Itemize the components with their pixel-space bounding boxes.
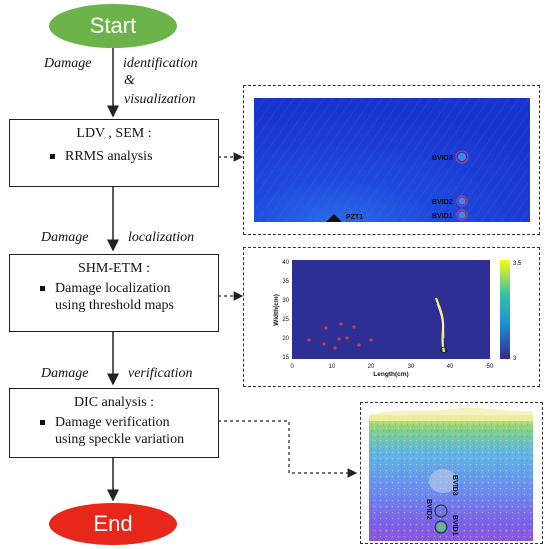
ytick: 20 bbox=[282, 336, 289, 342]
label1-visualization: visualization bbox=[124, 92, 196, 107]
panel-dic: BVID3 BVID2 BVID1 bbox=[360, 402, 543, 544]
ytick: 15 bbox=[282, 355, 289, 361]
label-bvid3: BVID3 bbox=[432, 155, 453, 162]
cbar-max: 3.5 bbox=[513, 261, 522, 267]
end-oval: End bbox=[49, 503, 177, 545]
label-identification: Damage identification & visualization bbox=[0, 56, 230, 116]
label1-damage: Damage bbox=[44, 56, 92, 71]
bullet-icon bbox=[50, 154, 55, 159]
panel-ldv: BVID3 BVID2 BVID1 PZT1 bbox=[243, 85, 540, 235]
xtick: 50 bbox=[487, 364, 494, 370]
label-bvid3: BVID3 bbox=[451, 475, 458, 496]
x-axis-label: Length(cm) bbox=[373, 371, 408, 378]
ytick: 25 bbox=[282, 317, 289, 323]
damage-streak bbox=[434, 297, 446, 353]
bvid1-marker bbox=[434, 520, 448, 534]
bvid3-marker bbox=[455, 150, 469, 164]
label-verification: Damage verification bbox=[0, 366, 230, 386]
label1-amp: & bbox=[124, 73, 135, 88]
box1-item: RRMS analysis bbox=[65, 149, 153, 164]
bullet-icon bbox=[40, 286, 45, 291]
label1-identification: identification bbox=[123, 56, 198, 71]
box1-title: LDV , SEM : bbox=[76, 126, 152, 141]
label-bvid1: BVID1 bbox=[432, 213, 453, 220]
label-bvid2: BVID2 bbox=[432, 199, 453, 206]
xtick: 30 bbox=[408, 364, 415, 370]
ytick: 40 bbox=[282, 260, 289, 266]
label2-damage: Damage bbox=[41, 230, 89, 245]
label-pzt1: PZT1 bbox=[346, 214, 363, 221]
box3-item1: Damage verification bbox=[55, 415, 170, 430]
map-area bbox=[292, 260, 490, 359]
box2-title: SHM-ETM : bbox=[78, 261, 150, 276]
label-localization: Damage localization bbox=[0, 230, 230, 250]
label2-localization: localization bbox=[128, 230, 195, 245]
bullet-icon bbox=[40, 420, 45, 425]
bvid2-marker bbox=[456, 195, 468, 207]
cbar-min: 3 bbox=[513, 356, 517, 362]
box-ldv-sem: LDV , SEM : RRMS analysis bbox=[9, 119, 219, 187]
threshold-map-chart: 40 35 30 25 20 15 0 10 20 30 40 50 Lengt… bbox=[273, 260, 522, 378]
xtick: 0 bbox=[290, 364, 294, 370]
box-shm-etm: SHM-ETM : Damage localization using thre… bbox=[9, 254, 219, 332]
sensor-markers bbox=[307, 322, 373, 350]
dic-speckle-image: BVID3 BVID2 BVID1 bbox=[369, 407, 533, 541]
label-bvid1: BVID1 bbox=[451, 515, 458, 536]
dash-box3-panel3 bbox=[218, 420, 358, 478]
panel-threshold-map: 40 35 30 25 20 15 0 10 20 30 40 50 Lengt… bbox=[243, 247, 540, 387]
box3-title: DIC analysis : bbox=[73, 395, 155, 410]
start-label: Start bbox=[89, 13, 137, 38]
bvid3-damage-area bbox=[429, 469, 457, 493]
box-dic: DIC analysis : Damage verification using… bbox=[9, 388, 219, 458]
ytick: 35 bbox=[282, 279, 289, 285]
bvid1-marker bbox=[456, 209, 468, 221]
box3-item2: using speckle variation bbox=[55, 432, 185, 447]
label3-verification: verification bbox=[128, 366, 193, 381]
colorbar bbox=[500, 260, 510, 359]
end-label: End bbox=[93, 511, 133, 536]
xtick: 40 bbox=[447, 364, 454, 370]
xtick: 10 bbox=[329, 364, 336, 370]
label-bvid2: BVID2 bbox=[425, 499, 432, 520]
label3-damage: Damage bbox=[41, 366, 89, 381]
box2-item2: using threshold maps bbox=[55, 298, 174, 313]
y-axis-label: Width(cm) bbox=[273, 294, 280, 326]
ldv-wavefield-image: BVID3 BVID2 BVID1 PZT1 bbox=[254, 98, 530, 222]
ytick: 30 bbox=[282, 298, 289, 304]
start-oval: Start bbox=[49, 4, 177, 48]
pzt-marker bbox=[326, 214, 342, 222]
bvid2-marker bbox=[434, 504, 448, 518]
box2-item1: Damage localization bbox=[55, 281, 171, 296]
xtick: 20 bbox=[368, 364, 375, 370]
